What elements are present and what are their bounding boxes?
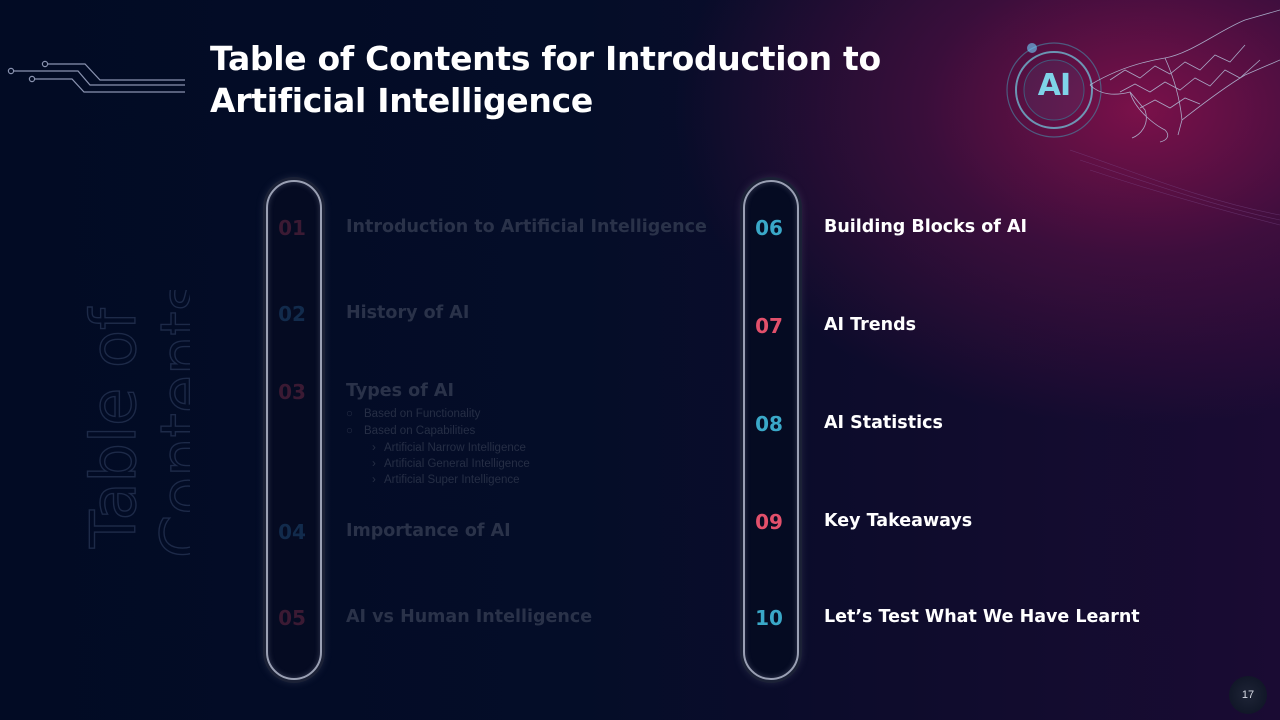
ai-badge-rings	[1006, 42, 1102, 138]
chevron-right-icon: ›	[372, 474, 376, 486]
page-title: Table of Contents for Introduction to Ar…	[210, 39, 881, 120]
ai-badge-label: AI	[1037, 68, 1071, 103]
item-number-07: 07	[755, 314, 783, 338]
right-pill-track	[743, 180, 799, 680]
subitem-label: Artificial General Intelligence	[384, 458, 530, 470]
item-label-09[interactable]: Key Takeaways	[824, 511, 973, 531]
page-number: 17	[1229, 676, 1267, 714]
item-number-09: 09	[755, 510, 783, 534]
item-number-04: 04	[278, 520, 306, 544]
item-label-06[interactable]: Building Blocks of AI	[824, 217, 1028, 237]
item-number-03: 03	[278, 380, 306, 404]
item-label-10[interactable]: Let’s Test What We Have Learnt	[824, 607, 1140, 627]
chevron-right-icon: ›	[372, 442, 376, 454]
item-label-01[interactable]: Introduction to Artificial Intelligence	[346, 217, 707, 237]
subitem-label: Based on Functionality	[364, 408, 481, 420]
item-number-02: 02	[278, 302, 306, 326]
subitem-label: Artificial Super Intelligence	[384, 474, 520, 486]
item-label-03[interactable]: Types of AI	[346, 381, 454, 401]
circuit-lines-decoration	[7, 60, 185, 93]
side-title-line2: Contents	[147, 290, 190, 558]
left-pill-track	[266, 180, 322, 680]
side-watermark-title: Table of Contents	[40, 278, 220, 570]
item-number-05: 05	[278, 606, 306, 630]
item-label-04[interactable]: Importance of AI	[346, 521, 511, 541]
subitem-label: Artificial Narrow Intelligence	[384, 442, 526, 454]
subitem-general: › Artificial General Intelligence	[372, 458, 530, 470]
subitem-narrow: › Artificial Narrow Intelligence	[372, 442, 526, 454]
item-number-06: 06	[755, 216, 783, 240]
robot-hand-illustration	[1070, 9, 1280, 226]
item-label-05[interactable]: AI vs Human Intelligence	[346, 607, 593, 627]
chevron-right-icon: ›	[372, 458, 376, 470]
subitem-label: Based on Capabilities	[364, 425, 476, 437]
subitem-super: › Artificial Super Intelligence	[372, 474, 520, 486]
item-number-10: 10	[755, 606, 783, 630]
item-label-07[interactable]: AI Trends	[824, 315, 917, 335]
item-number-01: 01	[278, 216, 306, 240]
subitem-capabilities: ○ Based on Capabilities	[346, 425, 475, 437]
item-number-08: 08	[755, 412, 783, 436]
circle-bullet-icon: ○	[346, 408, 353, 420]
side-title-line1: Table of	[77, 306, 150, 549]
item-label-02[interactable]: History of AI	[346, 303, 470, 323]
item-label-08[interactable]: AI Statistics	[824, 413, 943, 433]
subitem-functionality: ○ Based on Functionality	[346, 408, 480, 420]
circle-bullet-icon: ○	[346, 425, 353, 437]
